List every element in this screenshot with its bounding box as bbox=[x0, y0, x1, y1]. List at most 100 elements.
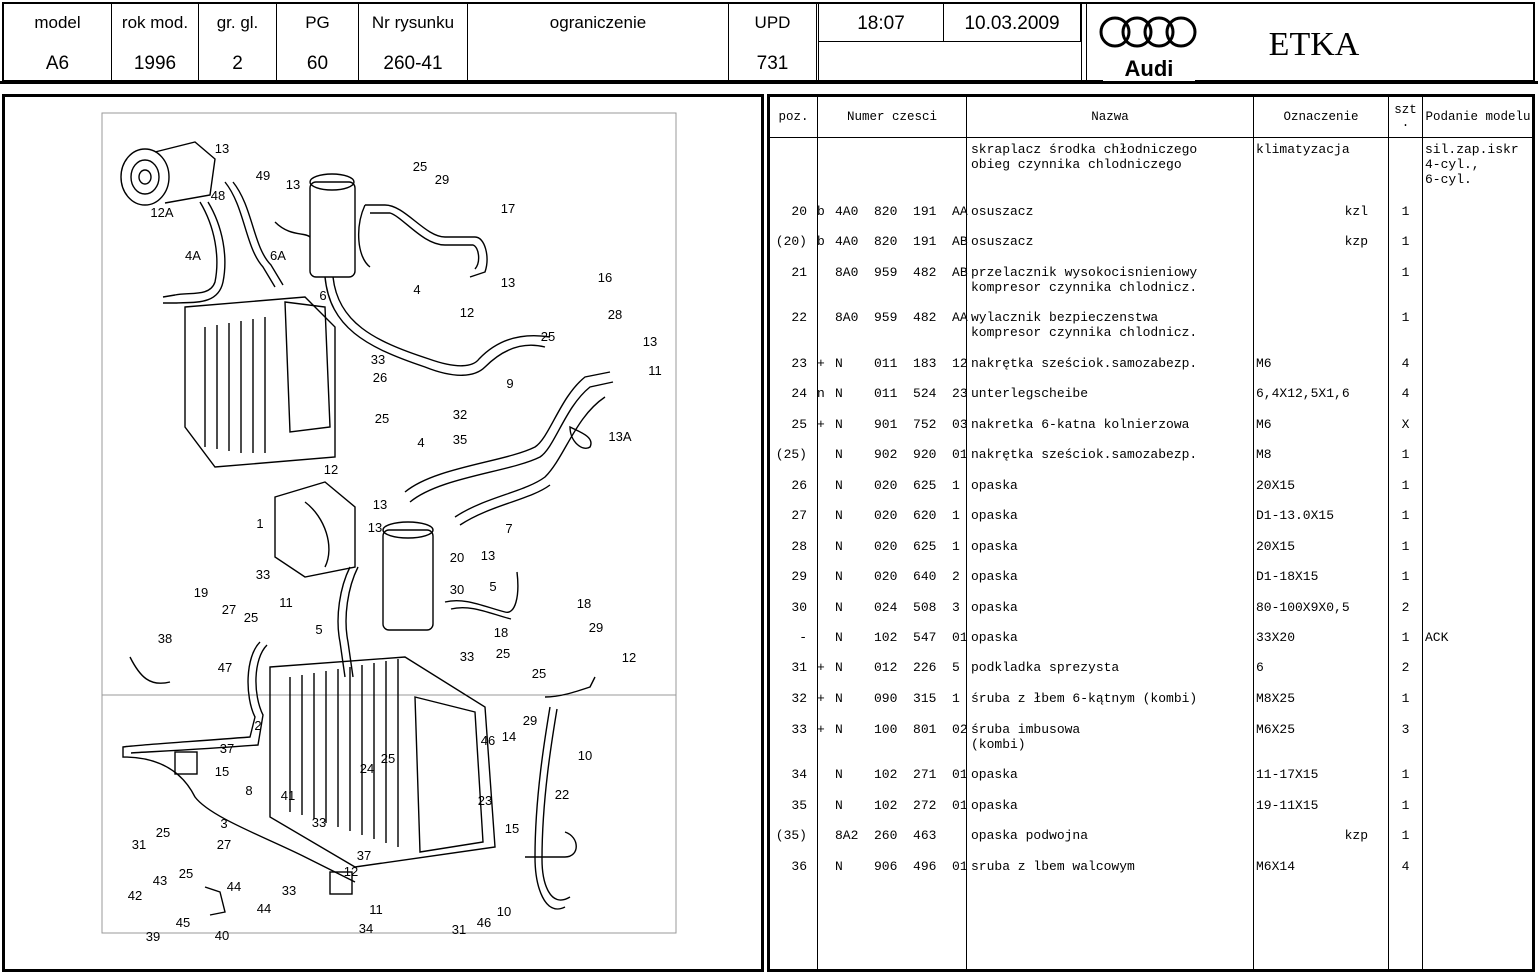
callout-33[interactable]: 33 bbox=[312, 815, 326, 830]
callout-48[interactable]: 48 bbox=[211, 188, 225, 203]
col-header-poz[interactable]: poz. bbox=[778, 109, 809, 124]
callout-27[interactable]: 27 bbox=[222, 602, 236, 617]
callout-23[interactable]: 23 bbox=[478, 793, 492, 808]
callout-37[interactable]: 37 bbox=[220, 741, 234, 756]
callout-17[interactable]: 17 bbox=[501, 201, 515, 216]
table-row[interactable]: skraplacz środka chłodniczego obieg czyn… bbox=[770, 142, 1532, 188]
callout-13[interactable]: 13 bbox=[215, 141, 229, 156]
callout-43[interactable]: 43 bbox=[153, 873, 167, 888]
callout-47[interactable]: 47 bbox=[218, 660, 232, 675]
callout-15[interactable]: 15 bbox=[505, 821, 519, 836]
callout-33[interactable]: 33 bbox=[371, 352, 385, 367]
callout-13A[interactable]: 13A bbox=[608, 429, 631, 444]
callout-27[interactable]: 27 bbox=[217, 837, 231, 852]
callout-30[interactable]: 30 bbox=[450, 582, 464, 597]
callout-29[interactable]: 29 bbox=[589, 620, 603, 635]
callout-19[interactable]: 19 bbox=[194, 585, 208, 600]
callout-13[interactable]: 13 bbox=[286, 177, 300, 192]
callout-12[interactable]: 12 bbox=[324, 462, 338, 477]
callout-22[interactable]: 22 bbox=[555, 787, 569, 802]
callout-39[interactable]: 39 bbox=[146, 929, 160, 944]
callout-25[interactable]: 25 bbox=[532, 666, 546, 681]
callout-44[interactable]: 44 bbox=[257, 901, 271, 916]
callout-25[interactable]: 25 bbox=[413, 159, 427, 174]
callout-29[interactable]: 29 bbox=[435, 172, 449, 187]
callout-25[interactable]: 25 bbox=[179, 866, 193, 881]
callout-25[interactable]: 25 bbox=[375, 411, 389, 426]
col-header-oznaczenie[interactable]: Oznaczenie bbox=[1283, 109, 1359, 124]
callout-41[interactable]: 41 bbox=[281, 788, 295, 803]
callout-5[interactable]: 5 bbox=[315, 622, 322, 637]
callout-20[interactable]: 20 bbox=[450, 550, 464, 565]
callout-15[interactable]: 15 bbox=[215, 764, 229, 779]
callout-18[interactable]: 18 bbox=[494, 625, 508, 640]
callout-12A[interactable]: 12A bbox=[150, 205, 173, 220]
callout-2[interactable]: 2 bbox=[254, 718, 261, 733]
callout-12[interactable]: 12 bbox=[622, 650, 636, 665]
callout-5[interactable]: 5 bbox=[489, 579, 496, 594]
callout-4[interactable]: 4 bbox=[417, 435, 424, 450]
callout-13[interactable]: 13 bbox=[481, 548, 495, 563]
callout-10[interactable]: 10 bbox=[497, 904, 511, 919]
callout-25[interactable]: 25 bbox=[381, 751, 395, 766]
callout-37[interactable]: 37 bbox=[357, 848, 371, 863]
callout-11[interactable]: 11 bbox=[279, 595, 293, 610]
callout-35[interactable]: 35 bbox=[453, 432, 467, 447]
callout-24[interactable]: 24 bbox=[360, 761, 374, 776]
callout-9[interactable]: 9 bbox=[506, 376, 513, 391]
callout-42[interactable]: 42 bbox=[128, 888, 142, 903]
callout-3[interactable]: 3 bbox=[220, 816, 227, 831]
callout-45[interactable]: 45 bbox=[176, 915, 190, 930]
callout-32[interactable]: 32 bbox=[453, 407, 467, 422]
callout-18[interactable]: 18 bbox=[577, 596, 591, 611]
callout-13[interactable]: 13 bbox=[368, 520, 382, 535]
callout-31[interactable]: 31 bbox=[132, 837, 146, 852]
callout-28[interactable]: 28 bbox=[608, 307, 622, 322]
col-header-podanie[interactable]: Podanie modelu bbox=[1425, 109, 1531, 124]
callout-1[interactable]: 1 bbox=[256, 516, 263, 531]
callout-33[interactable]: 33 bbox=[282, 883, 296, 898]
callout-13[interactable]: 13 bbox=[501, 275, 515, 290]
callout-25[interactable]: 25 bbox=[541, 329, 555, 344]
callout-10[interactable]: 10 bbox=[578, 748, 592, 763]
callout-4A[interactable]: 4A bbox=[185, 248, 201, 263]
callout-14[interactable]: 14 bbox=[502, 729, 516, 744]
callout-29[interactable]: 29 bbox=[523, 713, 537, 728]
callout-25[interactable]: 25 bbox=[156, 825, 170, 840]
callout-44[interactable]: 44 bbox=[227, 879, 241, 894]
callout-12[interactable]: 12 bbox=[344, 864, 358, 879]
callout-46[interactable]: 46 bbox=[477, 915, 491, 930]
callout-33[interactable]: 33 bbox=[256, 567, 270, 582]
callout-8[interactable]: 8 bbox=[245, 783, 252, 798]
callout-13[interactable]: 13 bbox=[373, 497, 387, 512]
callout-11[interactable]: 11 bbox=[369, 902, 383, 917]
callout-6A[interactable]: 6A bbox=[270, 248, 286, 263]
callout-4[interactable]: 4 bbox=[413, 282, 420, 297]
callout-6[interactable]: 6 bbox=[319, 288, 326, 303]
callout-33[interactable]: 33 bbox=[460, 649, 474, 664]
callout-12[interactable]: 12 bbox=[460, 305, 474, 320]
callout-25[interactable]: 25 bbox=[244, 610, 258, 625]
callout-46[interactable]: 46 bbox=[481, 733, 495, 748]
callout-25[interactable]: 25 bbox=[496, 646, 510, 661]
callout-31[interactable]: 31 bbox=[452, 922, 466, 937]
